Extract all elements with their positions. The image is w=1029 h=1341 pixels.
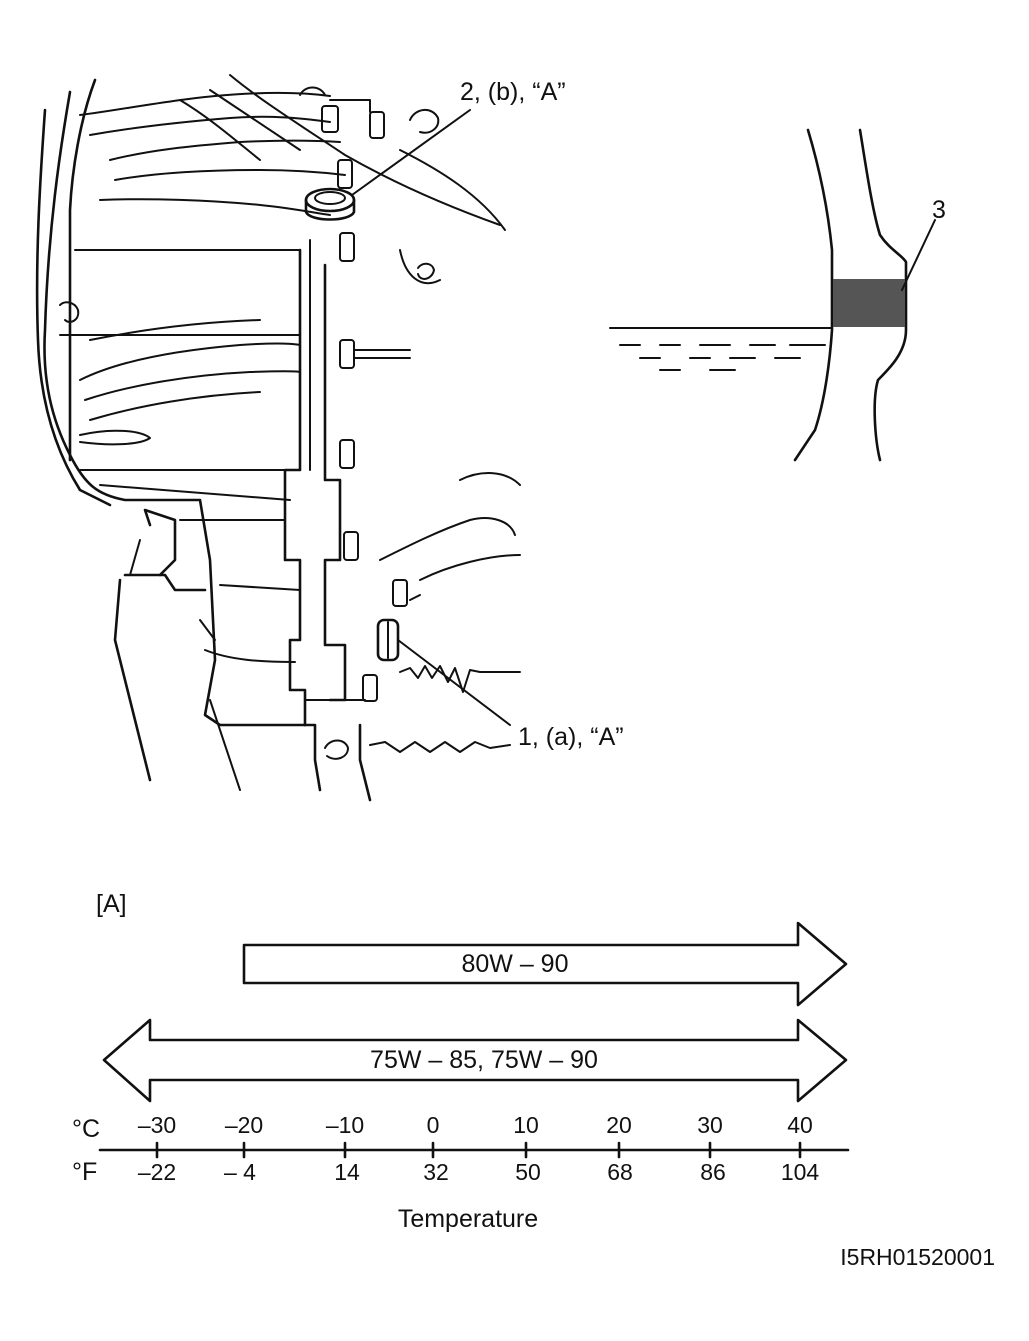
transmission-case-illustration: [35, 74, 521, 802]
fahrenheit-tick: 86: [700, 1159, 726, 1185]
fahrenheit-tick: 32: [423, 1159, 449, 1185]
drain-plug-label: 1, (a), “A”: [518, 723, 624, 751]
bar-80w-90-label: 80W – 90: [461, 950, 568, 978]
celsius-tick: 20: [606, 1112, 632, 1138]
celsius-tick: 40: [787, 1112, 813, 1138]
fahrenheit-tick: 104: [781, 1159, 820, 1185]
celsius-tick: 10: [513, 1112, 539, 1138]
fahrenheit-unit: °F: [72, 1158, 97, 1186]
viscosity-chart: [A] 80W – 90 75W – 85, 75W – 90 °C °F –3…: [72, 890, 850, 1233]
bar-80w-90: 80W – 90: [242, 921, 848, 1007]
bar-75w-label: 75W – 85, 75W – 90: [370, 1046, 598, 1074]
fahrenheit-tick-labels: –22 – 4 14 32 50 68 86 104: [138, 1159, 820, 1185]
celsius-tick-labels: –30 –20 –10 0 10 20 30 40: [138, 1112, 813, 1138]
fahrenheit-tick: 50: [515, 1159, 541, 1185]
celsius-tick: –10: [326, 1112, 364, 1138]
chart-label: [A]: [96, 890, 127, 918]
fahrenheit-tick: – 4: [224, 1159, 256, 1185]
drain-plug-callout: 1, (a), “A”: [397, 639, 624, 751]
drain-plug: [376, 618, 400, 662]
fill-plug-label: 2, (b), “A”: [460, 78, 566, 106]
oil-level-band: [833, 279, 905, 327]
celsius-tick: 30: [697, 1112, 723, 1138]
celsius-tick: 0: [427, 1112, 440, 1138]
fill-plug: [304, 187, 356, 221]
fill-plug-callout: 2, (b), “A”: [351, 78, 566, 196]
celsius-tick: –20: [225, 1112, 263, 1138]
axis-ticks: [155, 1141, 802, 1159]
oil-level-detail: 3: [609, 128, 946, 462]
fahrenheit-tick: 68: [607, 1159, 633, 1185]
figure-id: I5RH01520001: [840, 1244, 995, 1270]
oil-level-label: 3: [932, 196, 946, 224]
bar-75w: 75W – 85, 75W – 90: [102, 1018, 848, 1103]
celsius-tick: –30: [138, 1112, 176, 1138]
fahrenheit-tick: 14: [334, 1159, 360, 1185]
celsius-unit: °C: [72, 1115, 100, 1143]
fahrenheit-tick: –22: [138, 1159, 176, 1185]
axis-title: Temperature: [398, 1205, 538, 1233]
